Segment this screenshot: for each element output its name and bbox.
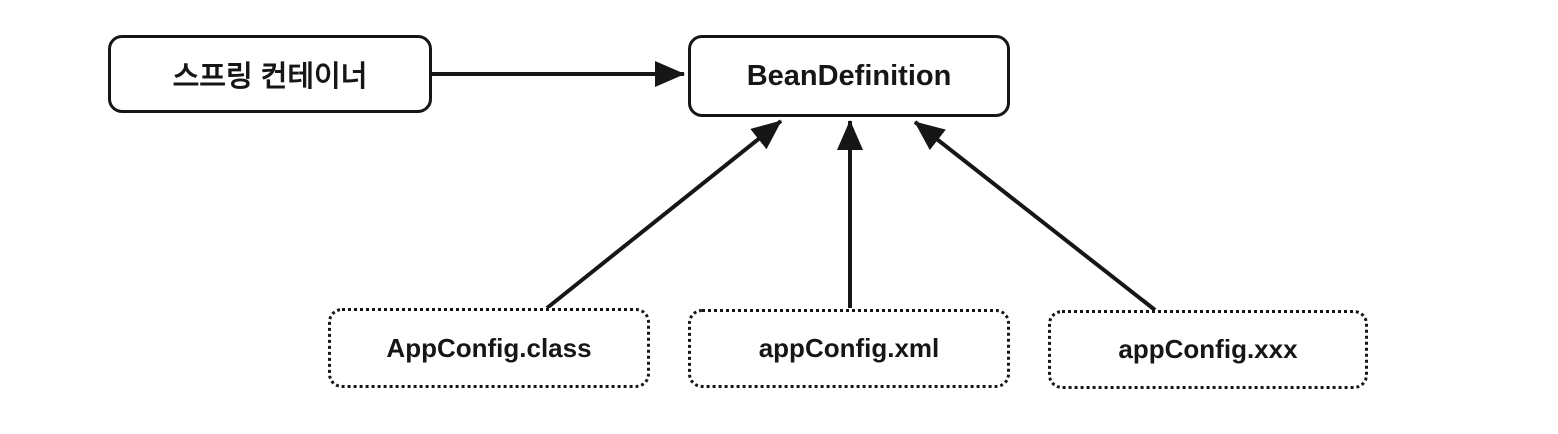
node-bean-definition-label: BeanDefinition [746, 59, 952, 92]
node-appconfig-xxx: appConfig.xxx [1048, 310, 1368, 389]
node-appconfig-class: AppConfig.class [328, 308, 650, 388]
node-spring-container-label: 스프링 컨테이너 [172, 61, 368, 93]
node-appconfig-xxx-label: appConfig.xxx [1118, 334, 1298, 364]
node-spring-container: 스프링 컨테이너 [108, 35, 432, 113]
node-bean-definition: BeanDefinition [688, 35, 1010, 117]
node-appconfig-xml-label: appConfig.xml [758, 333, 940, 363]
arrow-appconfig-class-to-beandefinition [545, 119, 783, 310]
node-appconfig-xml: appConfig.xml [688, 309, 1010, 388]
node-appconfig-class-label: AppConfig.class [386, 332, 592, 363]
arrow-appconfig-xxx-to-beandefinition [913, 120, 1157, 312]
